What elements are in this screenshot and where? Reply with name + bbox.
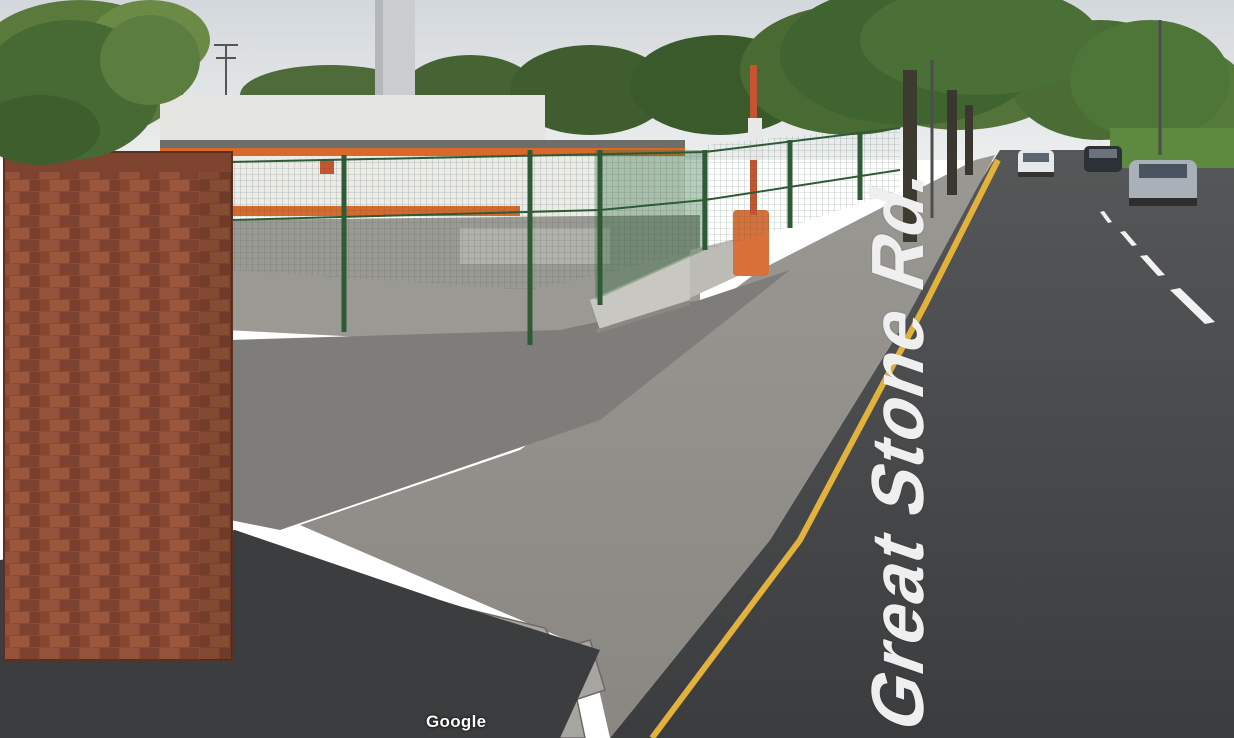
roadside-trees <box>780 0 1234 242</box>
mast <box>214 44 238 100</box>
foreground-shrub <box>0 15 200 165</box>
car-silver <box>1129 160 1197 206</box>
pavement <box>300 155 995 738</box>
concrete-barriers <box>590 238 740 333</box>
car-dark <box>1084 146 1122 172</box>
car-white <box>1018 150 1054 177</box>
lamp-posts <box>930 20 1162 218</box>
road <box>610 150 1234 738</box>
lane-dashes <box>1100 211 1215 324</box>
security-fence <box>229 125 901 345</box>
google-watermark: Google <box>426 712 487 731</box>
brick-wall <box>3 151 233 661</box>
